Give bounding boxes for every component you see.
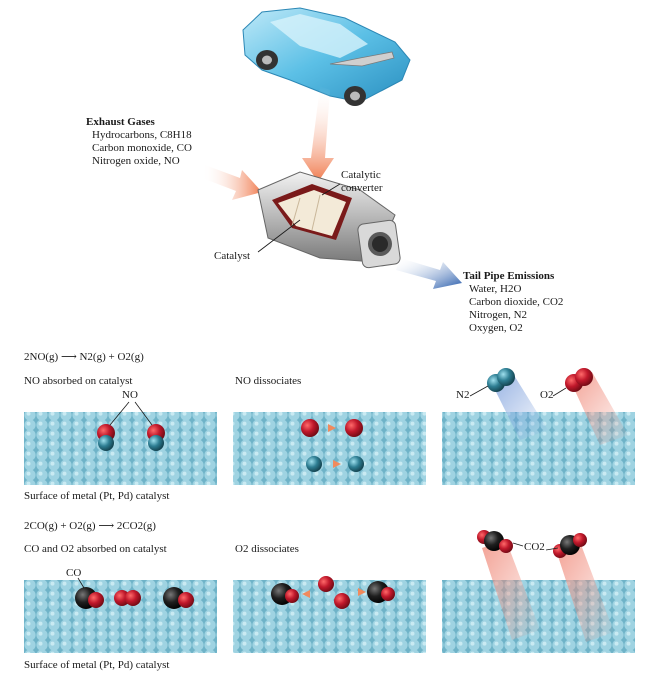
exhaust-line: Hydrocarbons, C8H18	[92, 129, 192, 141]
tailpipe-title: Tail Pipe Emissions	[463, 270, 555, 282]
reaction-2-equation: 2CO(g) + O2(g) ⟶ 2CO2(g)	[24, 520, 156, 532]
co2-trail-2	[556, 542, 614, 642]
car-illustration	[242, 7, 411, 106]
reaction-1-step1: NO absorbed on catalyst	[24, 375, 133, 387]
reaction-2-step2: O2 dissociates	[235, 543, 299, 555]
co2-trail-1	[482, 540, 540, 640]
co-molecule-2	[163, 587, 194, 609]
exhaust-line: Carbon monoxide, CO	[92, 142, 192, 154]
tailpipe-line: Water, H2O	[469, 283, 522, 295]
no-molecule-1	[97, 424, 115, 451]
o2-molecule	[565, 368, 593, 392]
co2-molecule-1	[477, 530, 513, 553]
n2-molecule	[487, 368, 515, 392]
n2-label: N2	[456, 389, 470, 401]
reaction-1-equation: 2NO(g) ⟶ N2(g) + O2(g)	[24, 351, 144, 363]
co2-molecule-2	[553, 533, 587, 558]
arrow-tailpipe-out	[396, 258, 462, 289]
reaction-1-step2: NO dissociates	[235, 375, 302, 387]
converter-label: Catalytic	[341, 169, 381, 181]
co-molecule-1	[75, 587, 104, 609]
n2-trail	[490, 372, 548, 440]
no-molecule-2	[147, 424, 165, 451]
arrow-exhaust-in	[202, 165, 262, 200]
catalyst-surface-1a	[24, 412, 217, 485]
co-label: CO	[66, 567, 82, 579]
no-dissociation	[301, 419, 364, 472]
arrow-from-car	[302, 86, 334, 182]
exhaust-line: Nitrogen oxide, NO	[92, 155, 180, 167]
catalyst-surface-1b	[233, 412, 426, 485]
co2-label: CO2	[524, 541, 545, 553]
reaction-2-step1: CO and O2 absorbed on catalyst	[24, 543, 167, 555]
o2-label: O2	[540, 389, 554, 401]
surface-label-1: Surface of metal (Pt, Pd) catalyst	[24, 490, 170, 502]
converter-label: converter	[341, 182, 383, 194]
tailpipe-line: Carbon dioxide, CO2	[469, 296, 564, 308]
o2-trail	[570, 372, 628, 445]
tailpipe-line: Nitrogen, N2	[469, 309, 528, 321]
catalyst-label: Catalyst	[214, 250, 251, 262]
exhaust-title: Exhaust Gases	[86, 116, 155, 128]
tailpipe-line: Oxygen, O2	[469, 322, 523, 334]
no-label: NO	[122, 389, 138, 401]
o2-adsorbed	[114, 590, 141, 606]
o2-dissociation	[271, 576, 395, 609]
surface-label-2: Surface of metal (Pt, Pd) catalyst	[24, 659, 170, 671]
catalytic-converter	[257, 171, 401, 269]
